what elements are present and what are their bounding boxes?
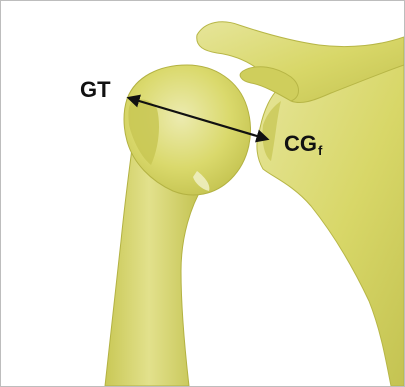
gt-label: GT	[80, 79, 111, 101]
cg-text: CG	[284, 131, 317, 156]
cgf-label: CGf	[284, 133, 322, 157]
cg-subscript: f	[318, 143, 322, 158]
